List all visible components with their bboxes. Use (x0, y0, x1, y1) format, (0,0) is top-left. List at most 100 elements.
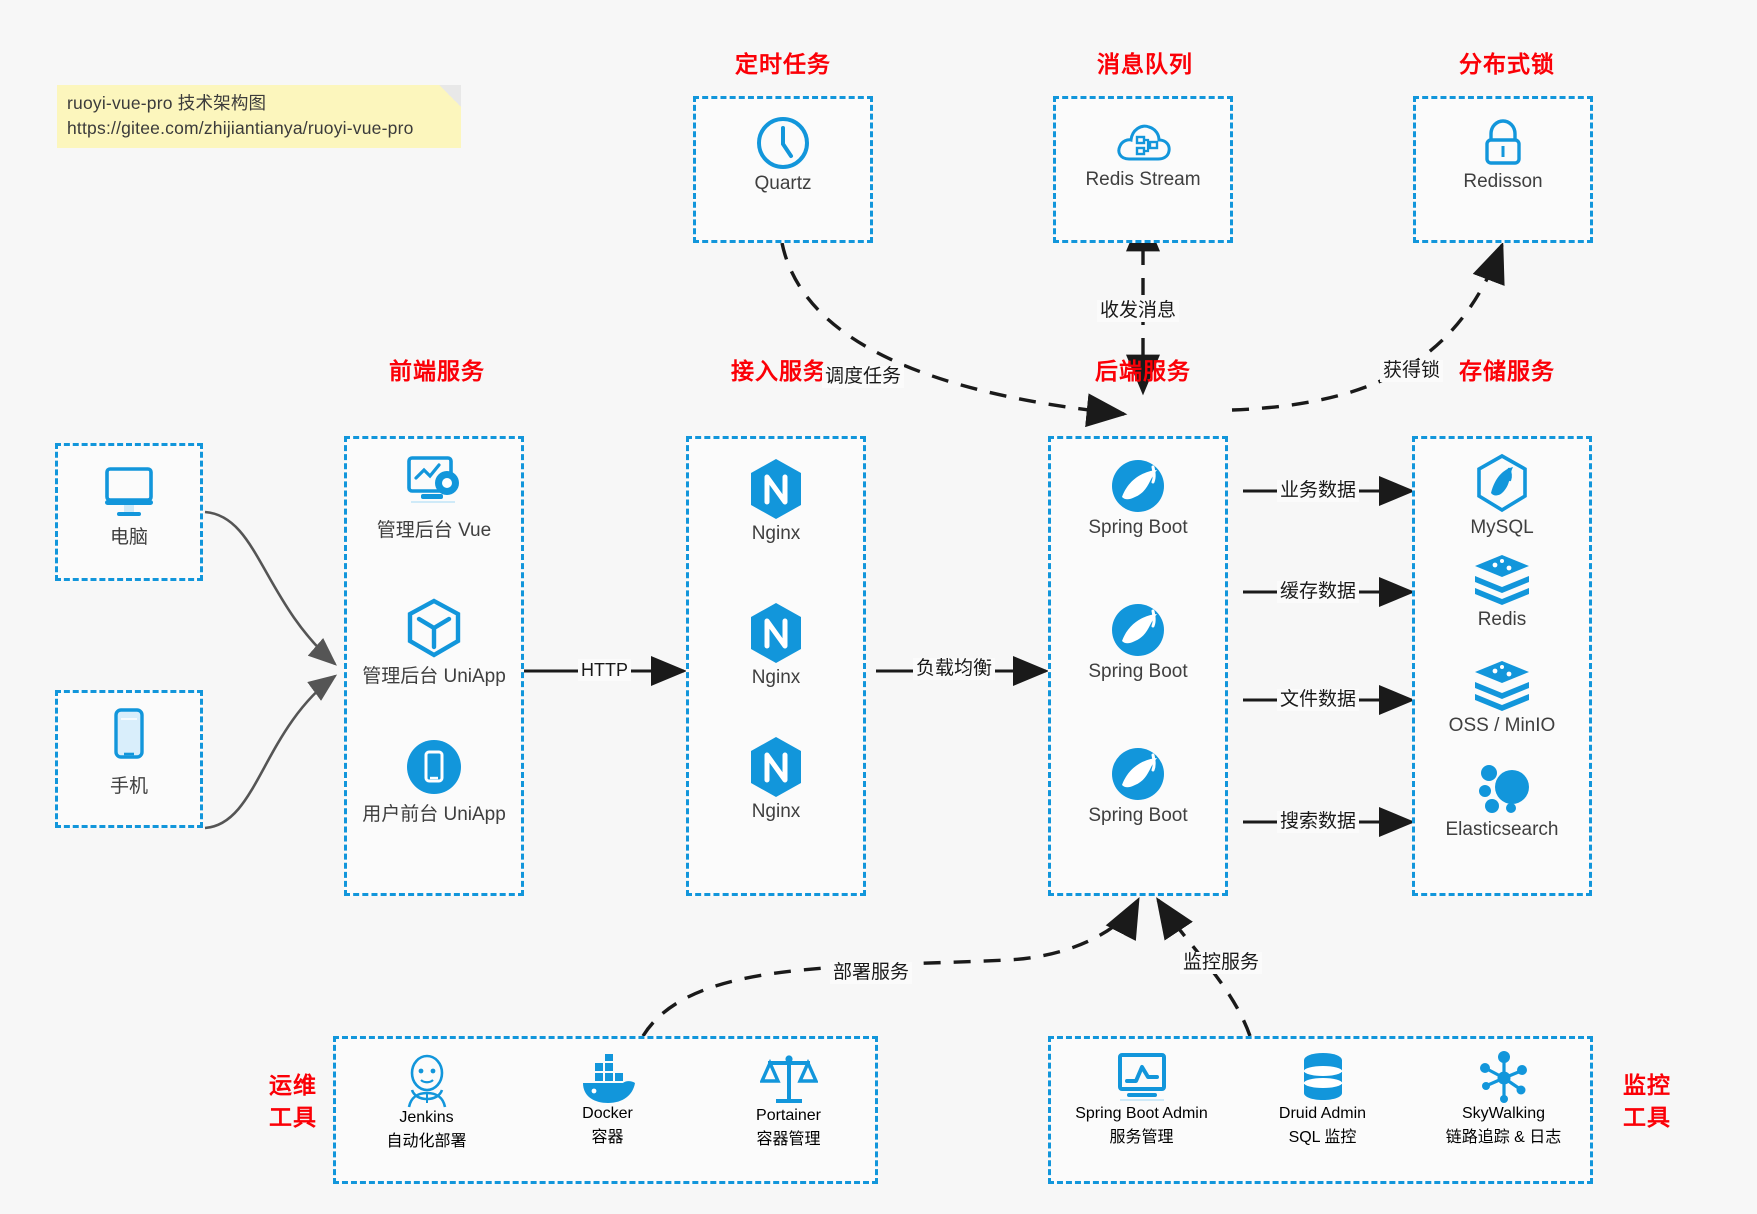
node-label: OSS / MinIO (1448, 715, 1556, 736)
node-jenkins[interactable]: Jenkins 自动化部署 (336, 1051, 517, 1151)
clock-icon (757, 117, 809, 169)
node-docker[interactable]: Docker 容器 (517, 1053, 698, 1147)
cloud-network-icon (1117, 124, 1171, 161)
spring-leaf-icon (1112, 748, 1164, 800)
group-title-monitor-line1: 监控 (1623, 1072, 1671, 1098)
smartphone-icon (114, 708, 144, 759)
redis-stack-icon (1475, 555, 1529, 605)
group-box-monitor: Spring Boot Admin 服务管理 Druid Admin SQL 监… (1048, 1036, 1593, 1184)
node-mysql[interactable]: MySQL (1415, 453, 1589, 539)
group-title-frontend: 前端服务 (389, 358, 485, 384)
node-oss-minio[interactable]: OSS / MinIO (1415, 657, 1589, 737)
group-box-storage: MySQL Redis OSS / MinIO (1412, 436, 1592, 896)
client-box-computer: 电脑 (55, 443, 203, 581)
scales-icon (759, 1055, 818, 1103)
node-label: Spring Boot (1088, 517, 1188, 538)
node-label: Spring Boot Admin (1075, 1105, 1208, 1122)
node-spring-boot-3[interactable]: Spring Boot (1051, 745, 1225, 827)
group-box-mq: Redis Stream (1053, 96, 1233, 243)
node-phone[interactable]: 手机 (58, 707, 200, 798)
node-label: Spring Boot (1088, 661, 1188, 682)
node-label: 电脑 (109, 527, 148, 548)
node-label: Elasticsearch (1445, 819, 1559, 840)
node-label: Druid Admin (1278, 1105, 1367, 1122)
object-storage-icon (1475, 661, 1529, 711)
node-spring-boot-2[interactable]: Spring Boot (1051, 601, 1225, 683)
node-nginx-2[interactable]: Nginx (689, 601, 863, 689)
node-label: Spring Boot (1088, 805, 1188, 826)
node-label: Nginx (751, 523, 801, 544)
node-nginx-1[interactable]: Nginx (689, 457, 863, 545)
edge-label-schedule-task: 调度任务 (822, 366, 905, 388)
group-box-scheduler: Quartz (693, 96, 873, 243)
node-admin-vue[interactable]: 管理后台 Vue (347, 453, 521, 542)
client-box-phone: 手机 (55, 690, 203, 828)
node-label: Portainer (756, 1107, 821, 1124)
edge-label-monitor-service: 监控服务 (1180, 952, 1263, 974)
mysql-dolphin-icon (1477, 453, 1527, 513)
edge-label-acquire-lock: 获得锁 (1380, 360, 1444, 382)
node-computer[interactable]: 电脑 (58, 462, 200, 549)
node-label: 管理后台 Vue (376, 520, 492, 541)
node-sublabel: 自动化部署 (386, 1133, 467, 1150)
group-title-backend: 后端服务 (1095, 358, 1191, 384)
docker-whale-icon (582, 1054, 635, 1103)
edge-label-send-receive-message: 收发消息 (1097, 300, 1180, 322)
cube-icon (407, 598, 461, 658)
node-sublabel: 容器管理 (756, 1131, 821, 1148)
node-user-uniapp[interactable]: 用户前台 UniApp (347, 737, 521, 826)
node-label: 管理后台 UniApp (362, 666, 506, 687)
mobile-round-icon (407, 740, 461, 794)
edge-label-search-data: 搜索数据 (1277, 811, 1360, 833)
node-label: Docker (582, 1105, 633, 1122)
database-icon (1303, 1053, 1342, 1100)
node-portainer[interactable]: Portainer 容器管理 (698, 1051, 879, 1149)
elasticsearch-icon (1479, 765, 1529, 813)
node-redis-stream[interactable]: Redis Stream (1056, 117, 1230, 191)
node-spring-boot-1[interactable]: Spring Boot (1051, 457, 1225, 539)
group-box-backend: Spring Boot Spring Boot Spring Boot (1048, 436, 1228, 896)
node-quartz[interactable]: Quartz (696, 115, 870, 195)
edge-label-cache-data: 缓存数据 (1277, 581, 1360, 603)
monitor-chart-icon (1117, 1053, 1166, 1101)
node-sublabel: 服务管理 (1109, 1129, 1174, 1146)
group-title-storage: 存储服务 (1459, 358, 1555, 384)
node-elasticsearch[interactable]: Elasticsearch (1415, 761, 1589, 841)
node-nginx-3[interactable]: Nginx (689, 735, 863, 823)
node-label: 手机 (109, 776, 148, 797)
diagram-note: ruoyi-vue-pro 技术架构图 https://gitee.com/zh… (57, 85, 461, 148)
edge-label-http: HTTP (578, 659, 631, 681)
note-fold-corner (439, 85, 461, 107)
spring-leaf-icon (1112, 604, 1164, 656)
nginx-icon (751, 603, 801, 663)
group-title-gateway: 接入服务 (731, 358, 827, 384)
nginx-icon (751, 459, 801, 519)
node-redis[interactable]: Redis (1415, 551, 1589, 631)
node-skywalking[interactable]: SkyWalking 链路追踪 & 日志 (1413, 1051, 1594, 1147)
edge-label-load-balance: 负载均衡 (913, 658, 996, 680)
group-box-devops: Jenkins 自动化部署 Docker 容器 (333, 1036, 878, 1184)
group-box-gateway: Nginx Nginx Nginx (686, 436, 866, 896)
node-druid-admin[interactable]: Druid Admin SQL 监控 (1232, 1051, 1413, 1147)
node-label: Nginx (751, 667, 801, 688)
node-sublabel: 容器 (591, 1129, 624, 1146)
desktop-monitor-icon (105, 467, 153, 516)
group-box-frontend: 管理后台 Vue 管理后台 UniApp 用户前台 UniApp (344, 436, 524, 896)
dashboard-gear-icon (407, 456, 459, 503)
node-admin-uniapp[interactable]: 管理后台 UniApp (347, 597, 521, 688)
group-title-lock: 分布式锁 (1459, 51, 1555, 77)
node-label: 用户前台 UniApp (362, 804, 506, 825)
node-label: Redis (1477, 609, 1527, 630)
node-spring-boot-admin[interactable]: Spring Boot Admin 服务管理 (1051, 1051, 1232, 1147)
node-label: Redis Stream (1085, 169, 1201, 190)
nginx-icon (751, 737, 801, 797)
group-box-lock: Redisson (1413, 96, 1593, 243)
node-label: Jenkins (399, 1109, 454, 1126)
node-redisson[interactable]: Redisson (1416, 117, 1590, 193)
note-line-1: ruoyi-vue-pro 技术架构图 (67, 93, 267, 113)
group-title-monitor-line2: 工具 (1623, 1104, 1671, 1130)
padlock-icon (1485, 119, 1521, 165)
node-label: MySQL (1470, 517, 1534, 538)
edge-label-business-data: 业务数据 (1277, 480, 1360, 502)
